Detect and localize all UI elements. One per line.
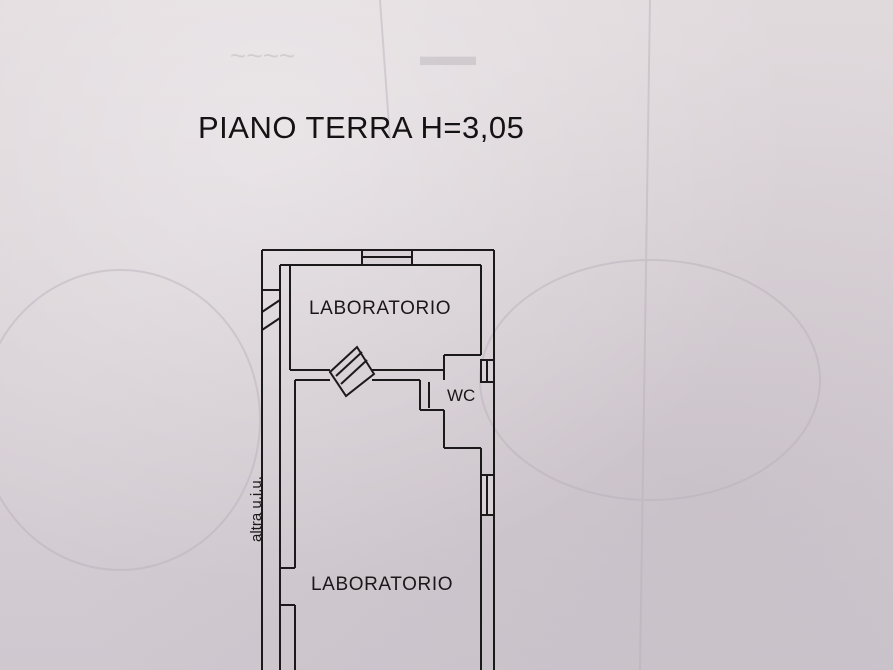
bleed-through-shapes [0,0,821,670]
walls [261,249,495,670]
neighbor-unit-label: altra u.i.u. [248,476,265,542]
bleed-through-mark: ▬▬ [420,40,476,71]
left-door-leaf-1 [261,299,281,313]
plan-title: PIANO TERRA H=3,05 [198,110,525,145]
room-label-laboratorio-lower: LABORATORIO [311,574,454,595]
bleed-through-mark: ~~~~ [230,40,296,71]
left-door-leaf-2 [261,317,281,331]
partition-door [328,345,376,398]
room-label-laboratorio-upper: LABORATORIO [309,298,452,319]
room-label-wc: WC [447,386,476,405]
